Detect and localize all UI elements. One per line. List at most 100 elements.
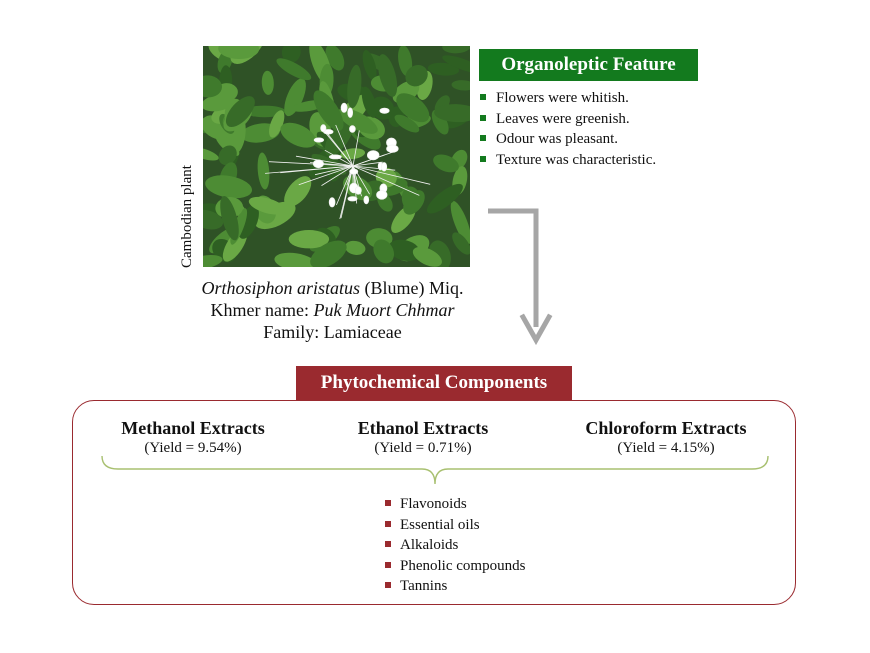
extract-yield: (Yield = 9.54%): [144, 440, 242, 456]
flower-stamen: [295, 155, 354, 167]
leaf: [442, 55, 470, 74]
flower-petal: [349, 168, 359, 175]
flower-petal: [386, 144, 399, 153]
flower-petal: [366, 150, 380, 161]
extract-ethanol: Ethanol Extracts (Yield = 0.71%): [313, 417, 533, 458]
leaf: [373, 239, 395, 264]
organoleptic-item: Flowers were whitish.: [479, 88, 656, 109]
flower-petal: [312, 159, 324, 169]
extract-yield: (Yield = 4.15%): [617, 440, 715, 456]
leaf: [452, 232, 470, 255]
flower-stamen: [268, 161, 354, 167]
leaf: [284, 176, 312, 207]
flower-stamen: [314, 165, 354, 176]
leaf: [396, 93, 430, 123]
extract-chloroform: Chloroform Extracts (Yield = 4.15%): [556, 417, 776, 458]
phytochemical-title: Phytochemical Components: [296, 366, 572, 400]
organoleptic-item: Odour was pleasant.: [479, 129, 656, 150]
organoleptic-title: Organoleptic Feature: [479, 49, 698, 81]
leaf: [274, 252, 317, 267]
flower-stamen: [265, 165, 354, 174]
extract-yield: (Yield = 0.71%): [374, 440, 472, 456]
leaf: [434, 104, 470, 123]
flower-stamen: [339, 165, 354, 220]
flower-stamen: [335, 124, 354, 167]
leaf: [218, 46, 260, 60]
leaf: [345, 240, 366, 255]
family-line: Family: Lamiaceae: [263, 322, 402, 342]
component-item: Flavonoids: [384, 494, 525, 515]
leaf: [218, 145, 237, 166]
leaf: [451, 80, 470, 91]
authority: (Blume) Miq.: [360, 278, 464, 298]
khmer-name-line: Khmer name: Puk Muort Chhmar: [150, 299, 515, 321]
scientific-name: Orthosiphon aristatus: [201, 278, 361, 298]
flower-petal: [340, 102, 348, 113]
flower-stamen: [352, 161, 383, 167]
curly-brace: [101, 455, 769, 485]
flower-petal: [328, 197, 336, 208]
extract-name: Chloroform Extracts: [585, 418, 747, 438]
scientific-name-line: Orthosiphon aristatus (Blume) Miq.: [150, 277, 515, 299]
flower-petal: [381, 162, 388, 172]
component-item: Essential oils: [384, 515, 525, 536]
component-item: Tannins: [384, 576, 525, 597]
organoleptic-list: Flowers were whitish. Leaves were greeni…: [479, 88, 656, 170]
leaf: [378, 54, 398, 97]
components-list: Flavonoids Essential oils Alkaloids Phen…: [384, 494, 525, 597]
flower-petal: [379, 107, 390, 114]
flower-stamen: [298, 165, 354, 186]
flower-petal: [320, 124, 327, 133]
leaf: [388, 239, 421, 262]
leaf: [394, 114, 420, 133]
leaf: [280, 122, 317, 148]
leaf: [205, 175, 253, 199]
elbow-arrow: [488, 208, 553, 346]
flower-stamen: [352, 130, 360, 167]
extract-name: Ethanol Extracts: [357, 418, 489, 438]
leaf: [261, 70, 274, 95]
leaf: [310, 240, 347, 267]
plant-photo: [203, 46, 470, 267]
leaf: [225, 96, 255, 128]
leaf: [203, 255, 223, 267]
flower-petal: [328, 154, 342, 160]
leaf: [324, 119, 354, 156]
phytochemical-box: [72, 400, 796, 605]
flower-petal: [313, 137, 325, 143]
component-item: Phenolic compounds: [384, 556, 525, 577]
leaf: [450, 200, 470, 245]
flower-petal: [347, 107, 354, 118]
leaf: [269, 110, 285, 138]
leaf: [362, 50, 377, 81]
leaf: [427, 62, 460, 76]
extract-name: Methanol Extracts: [121, 418, 265, 438]
flower-stamen: [321, 165, 354, 186]
organoleptic-item: Texture was characteristic.: [479, 150, 656, 171]
khmer-name: Puk Muort Chhmar: [313, 300, 455, 320]
flower-petal: [376, 190, 388, 200]
leaf: [243, 105, 286, 118]
leaf: [426, 183, 463, 214]
flower-petal: [363, 195, 370, 205]
leaf: [203, 75, 222, 98]
flower-petal: [347, 196, 358, 202]
leaf: [433, 154, 459, 173]
vertical-label: Cambodian plant: [179, 165, 195, 268]
leaf: [288, 230, 330, 249]
leaf: [257, 152, 270, 190]
leaf: [398, 46, 413, 77]
flower-stamen: [352, 165, 396, 171]
leaf: [347, 64, 362, 109]
leaf: [281, 46, 301, 63]
leaf: [220, 195, 239, 241]
plant-illustration: [203, 46, 470, 267]
leaf: [313, 90, 344, 131]
flower-stamen: [352, 165, 420, 196]
leaf: [405, 65, 428, 87]
leaf: [276, 58, 312, 81]
arrow-head: [519, 313, 553, 346]
leaf: [203, 146, 219, 161]
leaf: [284, 78, 306, 117]
leaf: [361, 86, 377, 118]
